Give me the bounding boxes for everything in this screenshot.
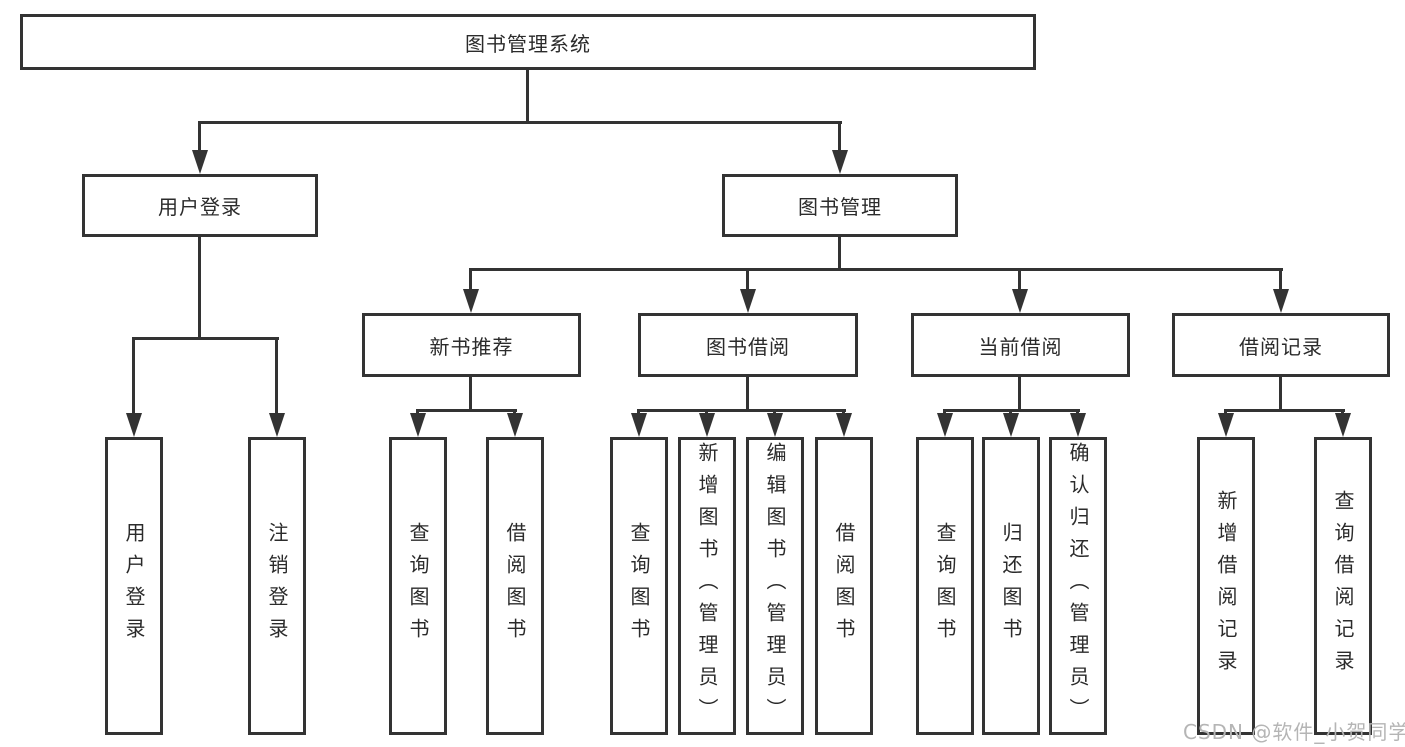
arrow-down-icon — [1070, 413, 1086, 437]
connector-bus — [417, 409, 517, 412]
connector-stem — [838, 237, 841, 268]
node-edit-books-admin: 编辑图书（管理员） — [746, 437, 804, 735]
connector-stem — [526, 70, 529, 121]
arrow-down-icon — [937, 413, 953, 437]
connector-stem — [1018, 377, 1021, 409]
node-label: 注销登录 — [265, 522, 289, 650]
node-book-borrow: 图书借阅 — [638, 313, 858, 377]
connector-arrow-line — [1279, 268, 1282, 289]
node-query-books-current: 查询图书 — [916, 437, 974, 735]
node-label: 查询图书 — [933, 522, 957, 650]
node-query-books-borrow: 查询图书 — [610, 437, 668, 735]
node-borrow-books-recommend: 借阅图书 — [486, 437, 544, 735]
connector-arrow-line — [943, 409, 946, 413]
connector-bus — [470, 268, 1283, 271]
node-user-login-action: 用户登录 — [105, 437, 163, 735]
node-add-borrow-record: 新增借阅记录 — [1197, 437, 1255, 735]
connector-stem — [746, 377, 749, 409]
node-library-system: 图书管理系统 — [20, 14, 1036, 70]
arrow-down-icon — [463, 289, 479, 313]
arrow-down-icon — [699, 413, 715, 437]
node-label: 新增图书（管理员） — [695, 442, 719, 730]
csdn-watermark: CSDN @软件_小贺同学 — [1183, 720, 1405, 744]
arrow-down-icon — [631, 413, 647, 437]
node-book-management: 图书管理 — [722, 174, 958, 237]
arrow-down-icon — [126, 413, 142, 437]
arrow-down-icon — [767, 413, 783, 437]
connector-stem — [198, 237, 201, 337]
connector-arrow-line — [1341, 409, 1344, 413]
node-label: 借阅图书 — [832, 522, 856, 650]
arrow-down-icon — [1335, 413, 1351, 437]
connector-bus — [1225, 409, 1345, 412]
node-label: 查询借阅记录 — [1331, 490, 1355, 682]
connector-arrow-line — [1224, 409, 1227, 413]
arrow-down-icon — [740, 289, 756, 313]
arrow-down-icon — [1273, 289, 1289, 313]
node-confirm-return-admin: 确认归还（管理员） — [1049, 437, 1107, 735]
connector-arrow-line — [746, 268, 749, 289]
connector-arrow-line — [1076, 409, 1079, 413]
connector-arrow-line — [842, 409, 845, 413]
node-borrow-books: 借阅图书 — [815, 437, 873, 735]
arrow-down-icon — [507, 413, 523, 437]
connector-stem — [469, 377, 472, 409]
connector-arrow-line — [198, 121, 201, 150]
node-return-books: 归还图书 — [982, 437, 1040, 735]
node-logout-action: 注销登录 — [248, 437, 306, 735]
node-label: 借阅图书 — [503, 522, 527, 650]
connector-arrow-line — [1009, 409, 1012, 413]
node-label: 新增借阅记录 — [1214, 490, 1238, 682]
node-label: 归还图书 — [999, 522, 1023, 650]
arrow-down-icon — [1003, 413, 1019, 437]
node-label: 查询图书 — [627, 522, 651, 650]
node-query-books-recommend: 查询图书 — [389, 437, 447, 735]
connector-arrow-line — [705, 409, 708, 413]
node-label: 图书管理系统 — [465, 31, 591, 56]
node-label: 图书管理 — [798, 195, 882, 219]
connector-bus — [133, 337, 279, 340]
arrow-down-icon — [410, 413, 426, 437]
node-user-login: 用户登录 — [82, 174, 318, 237]
node-label: 用户登录 — [158, 195, 242, 219]
connector-arrow-line — [469, 268, 472, 289]
node-label: 编辑图书（管理员） — [763, 442, 787, 730]
connector-stem — [1279, 377, 1282, 409]
node-new-book-recommend: 新书推荐 — [362, 313, 581, 377]
node-borrow-records: 借阅记录 — [1172, 313, 1390, 377]
arrow-down-icon — [832, 150, 848, 174]
connector-arrow-line — [1018, 268, 1021, 289]
arrow-down-icon — [192, 150, 208, 174]
connector-arrow-line — [416, 409, 419, 413]
connector-bus — [944, 409, 1080, 412]
connector-arrow-line — [773, 409, 776, 413]
node-label: 查询图书 — [406, 522, 430, 650]
connector-arrow-line — [132, 337, 135, 413]
node-label: 新书推荐 — [429, 334, 514, 359]
node-label: 用户登录 — [122, 522, 146, 650]
node-label: 确认归还（管理员） — [1066, 442, 1090, 730]
arrow-down-icon — [836, 413, 852, 437]
arrow-down-icon — [269, 413, 285, 437]
node-current-borrow: 当前借阅 — [911, 313, 1130, 377]
connector-arrow-line — [275, 337, 278, 413]
connector-bus — [199, 121, 842, 124]
connector-arrow-line — [637, 409, 640, 413]
connector-arrow-line — [513, 409, 516, 413]
node-add-books-admin: 新增图书（管理员） — [678, 437, 736, 735]
node-label: 图书借阅 — [706, 334, 790, 359]
node-label: 借阅记录 — [1239, 334, 1323, 359]
node-query-borrow-record: 查询借阅记录 — [1314, 437, 1372, 735]
connector-bus — [638, 409, 846, 412]
connector-arrow-line — [838, 121, 841, 150]
arrow-down-icon — [1012, 289, 1028, 313]
arrow-down-icon — [1218, 413, 1234, 437]
node-label: 当前借阅 — [978, 334, 1063, 359]
